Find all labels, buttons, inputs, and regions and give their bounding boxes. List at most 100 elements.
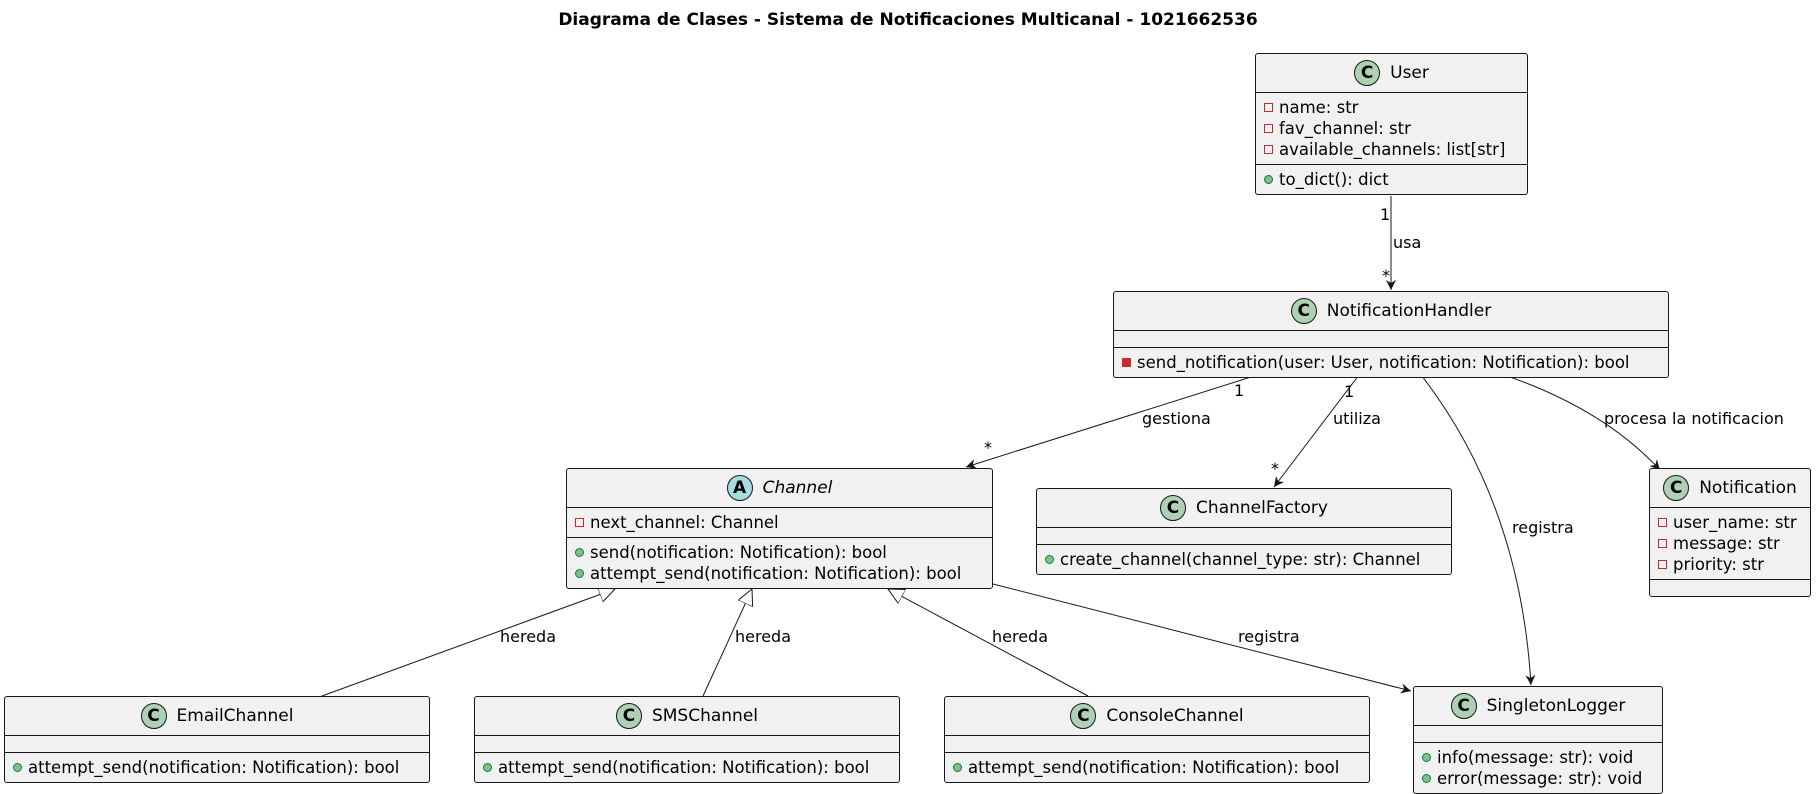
edge-gestiona <box>965 370 1271 469</box>
edge-hereda-console-label: hereda <box>992 627 1048 646</box>
class-logger-attributes <box>1414 726 1662 743</box>
edge-procesa <box>1491 370 1661 471</box>
class-name: User <box>1390 63 1429 83</box>
public-icon <box>953 763 962 772</box>
class-icon: C <box>1290 298 1317 324</box>
public-icon <box>13 763 22 772</box>
edge-gestiona-from-mult: 1 <box>1234 381 1244 400</box>
method: attempt_send(notification: Notification)… <box>953 757 1361 778</box>
class-name: Notification <box>1699 478 1797 498</box>
class-email-header: C EmailChannel <box>5 697 429 736</box>
private-icon <box>1264 103 1273 112</box>
edge-registra-handler-label: registra <box>1512 518 1574 537</box>
class-channel[interactable]: A Channel next_channel: Channel send(not… <box>566 468 993 589</box>
edge-gestiona-to-mult: * <box>984 438 992 457</box>
method: send(notification: Notification): bool <box>575 542 984 563</box>
class-handler-header: C NotificationHandler <box>1114 292 1668 331</box>
method: attempt_send(notification: Notification)… <box>13 757 421 778</box>
class-name: SingletonLogger <box>1486 696 1626 716</box>
class-name: NotificationHandler <box>1326 301 1492 321</box>
class-notification-handler[interactable]: C NotificationHandler send_notification(… <box>1113 291 1669 378</box>
class-factory-methods: create_channel(channel_type: str): Chann… <box>1037 545 1451 574</box>
private-icon <box>1658 539 1667 548</box>
private-icon <box>1658 518 1667 527</box>
class-factory-header: C ChannelFactory <box>1037 489 1451 528</box>
class-email-methods: attempt_send(notification: Notification)… <box>5 753 429 782</box>
edge-hereda-sms <box>702 589 752 697</box>
class-name: SMSChannel <box>651 706 759 726</box>
class-name: Channel <box>762 478 833 498</box>
class-sms-methods: attempt_send(notification: Notification)… <box>475 753 899 782</box>
public-icon <box>1422 753 1431 762</box>
class-handler-attributes <box>1114 331 1668 348</box>
class-sms-attributes <box>475 736 899 753</box>
public-icon <box>1422 774 1431 783</box>
attribute: next_channel: Channel <box>575 512 984 533</box>
public-icon <box>1045 555 1054 564</box>
edge-utiliza-from-mult: 1 <box>1344 382 1354 401</box>
edge-hereda-console <box>888 589 1089 697</box>
class-user-methods: to_dict(): dict <box>1256 165 1527 194</box>
public-icon <box>1264 175 1273 184</box>
class-icon: C <box>1450 693 1477 719</box>
private-icon <box>1264 145 1273 154</box>
class-icon: C <box>1070 703 1097 729</box>
class-channel-methods: send(notification: Notification): bool a… <box>567 538 992 588</box>
edge-registra-channel-label: registra <box>1238 627 1300 646</box>
method: attempt_send(notification: Notification)… <box>575 563 984 584</box>
class-notification[interactable]: C Notification user_name: str message: s… <box>1649 468 1811 597</box>
class-name: EmailChannel <box>176 706 294 726</box>
class-channel-factory[interactable]: C ChannelFactory create_channel(channel_… <box>1036 488 1452 575</box>
attribute: message: str <box>1658 533 1802 554</box>
attribute: fav_channel: str <box>1264 118 1519 139</box>
method: attempt_send(notification: Notification)… <box>483 757 891 778</box>
private-icon <box>1122 358 1131 367</box>
method: error(message: str): void <box>1422 768 1654 789</box>
private-icon <box>1658 560 1667 569</box>
class-user-header: C User <box>1256 54 1527 93</box>
class-sms-channel[interactable]: C SMSChannel attempt_send(notification: … <box>474 696 900 783</box>
diagram-title: Diagrama de Clases - Sistema de Notifica… <box>558 10 1258 30</box>
class-notification-header: C Notification <box>1650 469 1810 508</box>
edge-procesa-label: procesa la notificacion <box>1604 409 1784 428</box>
attribute: name: str <box>1264 97 1519 118</box>
class-channel-attributes: next_channel: Channel <box>567 508 992 538</box>
edge-usa-label: usa <box>1393 233 1421 252</box>
class-handler-methods: send_notification(user: User, notificati… <box>1114 348 1668 377</box>
class-notification-methods <box>1650 580 1810 596</box>
method: to_dict(): dict <box>1264 169 1519 190</box>
class-console-channel[interactable]: C ConsoleChannel attempt_send(notificati… <box>944 696 1370 783</box>
class-singleton-logger[interactable]: C SingletonLogger info(message: str): vo… <box>1413 686 1663 794</box>
class-channel-header: A Channel <box>567 469 992 508</box>
abstract-class-icon: A <box>726 475 753 501</box>
attribute: user_name: str <box>1658 512 1802 533</box>
method: send_notification(user: User, notificati… <box>1122 352 1660 373</box>
edge-usa-to-mult: * <box>1382 266 1390 285</box>
edge-utiliza-to-mult: * <box>1271 459 1279 478</box>
class-user[interactable]: C User name: str fav_channel: str availa… <box>1255 53 1528 195</box>
class-notification-attributes: user_name: str message: str priority: st… <box>1650 508 1810 580</box>
class-name: ChannelFactory <box>1196 498 1328 518</box>
class-factory-attributes <box>1037 528 1451 545</box>
edge-registra-handler <box>1417 370 1536 686</box>
class-email-channel[interactable]: C EmailChannel attempt_send(notification… <box>4 696 430 783</box>
attribute: priority: str <box>1658 554 1802 575</box>
method: info(message: str): void <box>1422 747 1654 768</box>
attribute: available_channels: list[str] <box>1264 139 1519 160</box>
edge-registra-channel <box>992 583 1412 694</box>
edge-utiliza-label: utiliza <box>1333 409 1381 428</box>
class-console-methods: attempt_send(notification: Notification)… <box>945 753 1369 782</box>
edge-hereda-email <box>321 589 615 697</box>
edge-hereda-email-label: hereda <box>500 627 556 646</box>
class-icon: C <box>140 703 167 729</box>
class-logger-methods: info(message: str): void error(message: … <box>1414 743 1662 793</box>
public-icon <box>575 569 584 578</box>
class-logger-header: C SingletonLogger <box>1414 687 1662 726</box>
public-icon <box>575 548 584 557</box>
class-console-attributes <box>945 736 1369 753</box>
private-icon <box>1264 124 1273 133</box>
edge-gestiona-label: gestiona <box>1142 409 1211 428</box>
class-user-attributes: name: str fav_channel: str available_cha… <box>1256 93 1527 165</box>
class-name: ConsoleChannel <box>1106 706 1244 726</box>
class-icon: C <box>615 703 642 729</box>
